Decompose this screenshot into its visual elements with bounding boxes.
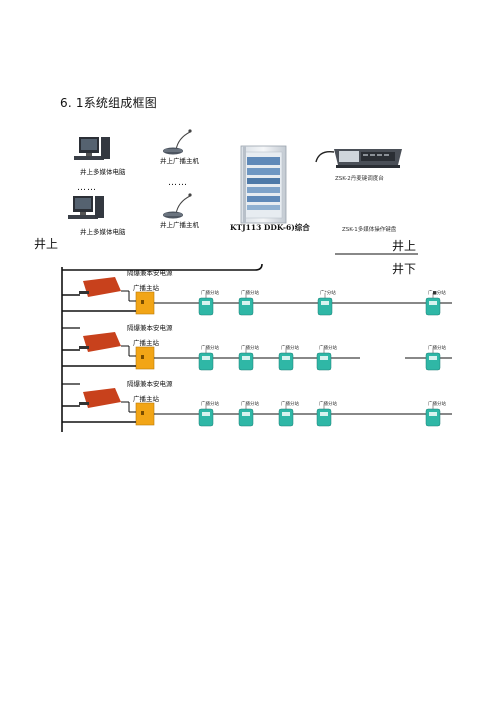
slave-station-label: 广播分站 [281,346,299,351]
page-heading: 6. 1系统组成框图 [60,96,157,110]
power-supply-cable-icon [79,291,89,294]
slave-station-panel-icon [429,301,437,305]
cabinet-label: KTJ113 DDK-6)综合 [230,223,310,232]
broadcast-host-top-icon [163,129,192,155]
slave-station-panel-icon [320,412,328,416]
slave-station-label: 广播分站 [241,291,259,296]
master-station-icon [135,346,155,370]
slave-station-panel-icon [429,412,437,416]
slave-station-label: 广播分站 [319,346,337,351]
slave-station-label: 广播分站 [241,402,259,407]
power-supply-icon [83,332,121,352]
power-supply-label: 隔爆兼本安电源 [127,269,173,277]
power-supply-cable-icon [79,402,89,405]
slave-station-icon [425,352,441,371]
broadcast-host-bottom-icon [163,193,192,219]
slave-station-panel-icon [242,301,250,305]
slave-station-label: 广播分站 [281,402,299,407]
keyboard-label: ZSK-1多媒体操作键盘 [342,227,397,233]
side-underground-label: 井下 [392,262,417,276]
power-supply-icon [83,277,121,297]
power-supply-label: 隔爆兼本安电源 [127,380,173,388]
pc-top-label: 井上多媒体电脑 [80,168,126,176]
slave-station-label: 广播分站 [201,291,219,296]
console-label: ZSK-2丹麦键调度台 [335,176,384,182]
slave-station-icon [238,408,254,427]
slave-station-icon [425,408,441,427]
slave-station-icon [278,408,294,427]
slave-station-panel-icon [242,412,250,416]
host-bottom-label: 井上广播主机 [160,221,199,229]
slave-station-panel-icon [202,356,210,360]
slave-station-label: 广播分站 [319,402,337,407]
slave-station-label: 广播分站 [201,402,219,407]
slave-station-icon [316,352,332,371]
master-station-icon [135,402,155,426]
master-station-label: 广播主站 [133,284,159,292]
slave-station-icon [425,297,441,316]
power-supply-cable-icon [79,346,89,349]
multimedia-pc-top-icon [74,137,110,160]
master-station-label: 广播主站 [133,339,159,347]
slave-station-panel-icon [320,356,328,360]
power-supply-label: 隔爆兼本安电源 [127,324,173,332]
multimedia-pc-bottom-icon [68,196,104,219]
slave-station-panel-icon [321,301,329,305]
master-station-window-icon [141,355,144,359]
slave-station-icon [198,408,214,427]
master-station-window-icon [141,411,144,415]
slave-station-label: 广播分站 [201,346,219,351]
slave-station-icon [238,297,254,316]
master-station-window-icon [141,300,144,304]
slave-station-label: 广播分站 [428,402,446,407]
slave-station-icon [198,297,214,316]
slave-station-panel-icon [429,356,437,360]
power-supply-icon [83,388,121,408]
slave-station-icon [198,352,214,371]
slave-station-panel-icon [242,356,250,360]
dispatch-console-icon [315,149,402,168]
pc-bottom-label: 井上多媒体电脑 [80,228,126,236]
integrated-cabinet-icon [240,145,287,224]
side-surface-label: 井上 [392,239,417,253]
slave-station-label: 广■分站 [428,291,446,296]
slave-station-label: 广播分站 [428,346,446,351]
surface-link-line [62,263,263,271]
pc-ellipsis: …… [77,183,97,193]
slave-station-icon [317,297,333,316]
master-station-label: 广播主站 [133,395,159,403]
slave-station-icon [278,352,294,371]
slave-station-panel-icon [202,301,210,305]
slave-station-icon [238,352,254,371]
left-surface-label: 井上 [34,237,59,251]
slave-station-panel-icon [282,356,290,360]
slave-station-label: 广*分站 [320,291,336,296]
slave-station-panel-icon [202,412,210,416]
host-ellipsis: …… [168,178,188,188]
slave-station-label: 广播分站 [241,346,259,351]
host-top-label: 井上广播主机 [160,157,199,165]
master-station-icon [135,291,155,315]
slave-station-icon [316,408,332,427]
slave-station-panel-icon [282,412,290,416]
